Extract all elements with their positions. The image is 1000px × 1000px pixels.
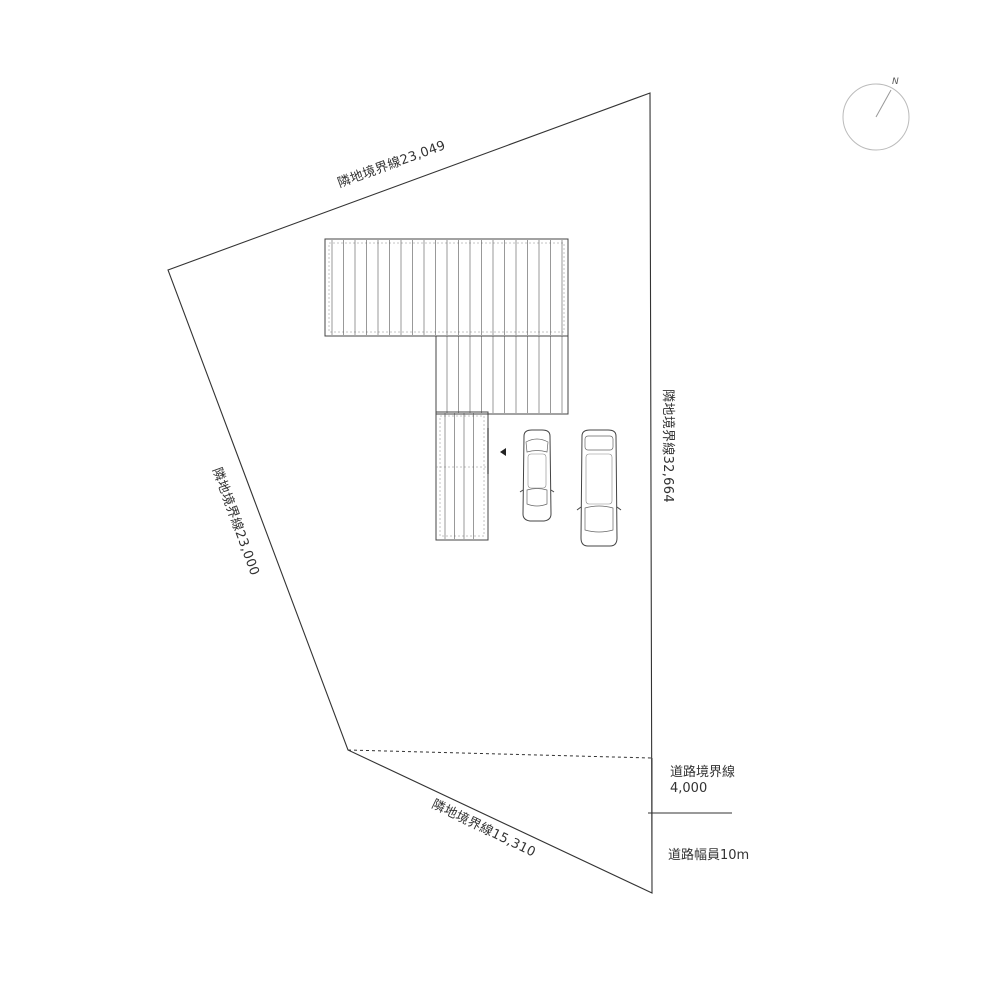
road-boundary-label: 道路境界線 bbox=[670, 764, 735, 780]
car-icon bbox=[519, 429, 555, 522]
boundary-label-bottom: 隣地境界線15,310 bbox=[429, 796, 538, 860]
building-upper-wing bbox=[324, 238, 569, 337]
site-boundary bbox=[167, 92, 653, 894]
boundary-label-top: 隣地境界線23,049 bbox=[335, 137, 447, 191]
boundary-label-left: 隣地境界線23,000 bbox=[209, 465, 263, 577]
building-lower-block bbox=[435, 411, 489, 541]
car-icon bbox=[576, 429, 622, 547]
north-label: N bbox=[892, 77, 899, 87]
road-setback-line bbox=[347, 749, 653, 759]
building-middle-block bbox=[435, 335, 569, 415]
north-compass-icon: N bbox=[842, 77, 910, 151]
entrance-arrow-icon bbox=[500, 448, 506, 456]
road-boundary-value: 4,000 bbox=[670, 781, 707, 796]
road-width-label: 道路幅員10m bbox=[668, 847, 749, 863]
boundary-label-right: 隣地境界線32,664 bbox=[660, 389, 676, 503]
